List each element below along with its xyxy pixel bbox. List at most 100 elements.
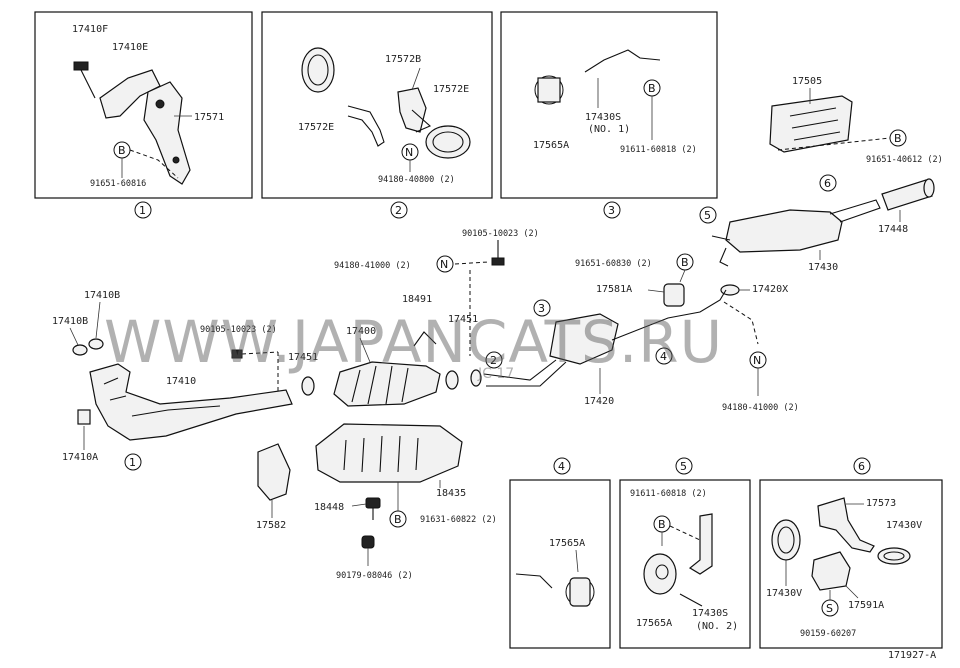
watermark: WWW.JAPANCATS.RU [104,308,723,376]
callout-2: 2 [490,354,497,367]
inset-3-frame [500,11,718,199]
label-17591A: 17591A [848,600,884,611]
label-18491: 18491 [402,294,432,305]
label-17565A: 17565A [549,538,585,549]
inset-2-frame [261,11,493,199]
inset-3-number: 3 [608,204,615,217]
label-17451-a: 17451 [448,314,478,325]
label-91611-60818: 91611-60818 (2) [630,489,707,499]
inset-3: 17430S (NO. 1) 17565A 91611-60818 (2) B … [500,11,718,219]
symbol-N: N [753,354,761,367]
inset-4-number: 4 [558,460,565,473]
label-90105-10023-b: 90105-10023 (2) [200,325,277,335]
label-94180-41000-a: 94180-41000 (2) [334,261,411,271]
inset-6: 6 17573 17430V 17430V 17591A S 90159-602… [759,457,943,649]
symbol-B: B [648,82,656,95]
callout-3: 3 [538,302,545,315]
label-17410F: 17410F [72,24,108,35]
label-90105-10023-a: 90105-10023 (2) [462,229,539,239]
muffler-17430 [725,209,843,253]
label-91611-60818: 91611-60818 (2) [620,145,697,155]
label-17582: 17582 [256,520,286,531]
label-17448: 17448 [878,224,908,235]
symbol-B: B [118,144,126,157]
mount-17581A [663,283,685,307]
label-17565A: 17565A [533,140,569,151]
label-17410: 17410 [166,376,196,387]
front-pipe-17410 [89,363,293,441]
heat-insulator-18435 [315,423,463,483]
gasket-17572E-left [301,47,335,93]
inset-5-frame [619,479,751,649]
label-17410B-1: 17410B [84,290,120,301]
hanger-17430S-no2 [688,513,713,575]
catalytic-converter-17400 [333,361,441,407]
symbol-B: B [681,256,689,269]
pipe-bracket [347,105,385,147]
inset-4-frame [509,479,611,649]
inset-2: 17572B 17572E 17572E 94180-40800 (2) N 2 [261,11,493,219]
label-90159-60207: 90159-60207 [800,629,856,639]
label-17430V-left: 17430V [766,588,802,599]
callout-6: 6 [824,177,831,190]
label-17451-b: 17451 [288,352,318,363]
hanger-17430S-no1 [584,49,661,73]
label-91651-60830: 91651-60830 (2) [575,259,652,269]
gasket-17430V [771,519,801,561]
label-94180-41000-b: 94180-41000 (2) [722,403,799,413]
mount-17591A [811,551,851,591]
label-17581A: 17581A [596,284,632,295]
callout-4: 4 [660,350,667,363]
label-no2: (NO. 2) [696,621,738,632]
inset-1-number: 1 [139,204,146,217]
label-17505: 17505 [792,76,822,87]
callout-1: 1 [129,456,136,469]
label-no1: (NO. 1) [588,124,630,135]
label-17410B-2: 17410B [52,316,88,327]
inset-6-frame [759,479,943,649]
label-17410A: 17410A [62,452,98,463]
symbol-N: N [440,258,448,271]
insulator-17582 [257,443,291,501]
label-18435: 18435 [436,488,466,499]
center-muffler-17420 [549,313,619,365]
inset-1: 17410F 17410E 17571 91651-60816 B 1 [34,11,253,219]
gasket-17572E-right [425,125,471,159]
symbol-B: B [894,132,902,145]
rubber-mount [643,553,677,595]
bolt-17410F [73,61,96,99]
callout-5: 5 [704,209,711,222]
inset-6-number: 6 [858,460,865,473]
label-17573: 17573 [866,498,896,509]
inset-5: 5 91611-60818 (2) B 17565A 17430S (NO. 2… [619,457,751,649]
symbol-N: N [405,146,413,159]
inset-1-frame [34,11,253,199]
main-assembly: 17505 B 91651-40612 (2) 17448 17430 6 5 … [52,76,943,581]
symbol-S: S [826,602,833,615]
label-17420X: 17420X [752,284,788,295]
inset-4: 4 17565A [509,457,611,649]
label-17430V-right: 17430V [886,520,922,531]
label-17420: 17420 [584,396,614,407]
label-91651-40612: 91651-40612 (2) [866,155,943,165]
inset-5-number: 5 [680,460,687,473]
label-91651-60816: 91651-60816 [90,179,146,189]
label-17572E-a: 17572E [298,122,334,133]
bracket-18491 [413,331,437,347]
label-17571: 17571 [194,112,224,123]
label-17410E: 17410E [112,42,148,53]
symbol-B: B [394,513,402,526]
bracket-17573 [817,497,875,553]
label-17430S: 17430S [692,608,728,619]
heat-shield-17505 [769,95,853,153]
symbol-B: B [658,518,666,531]
diagram-id: 171927-A [888,650,936,661]
callout-circle-1 [134,201,152,219]
gasket-17451 [301,376,315,396]
label-17430S: 17430S [585,112,621,123]
label-18448: 18448 [314,502,344,513]
label-17430: 17430 [808,262,838,273]
label-17572B: 17572B [385,54,421,65]
inset-2-number: 2 [395,204,402,217]
